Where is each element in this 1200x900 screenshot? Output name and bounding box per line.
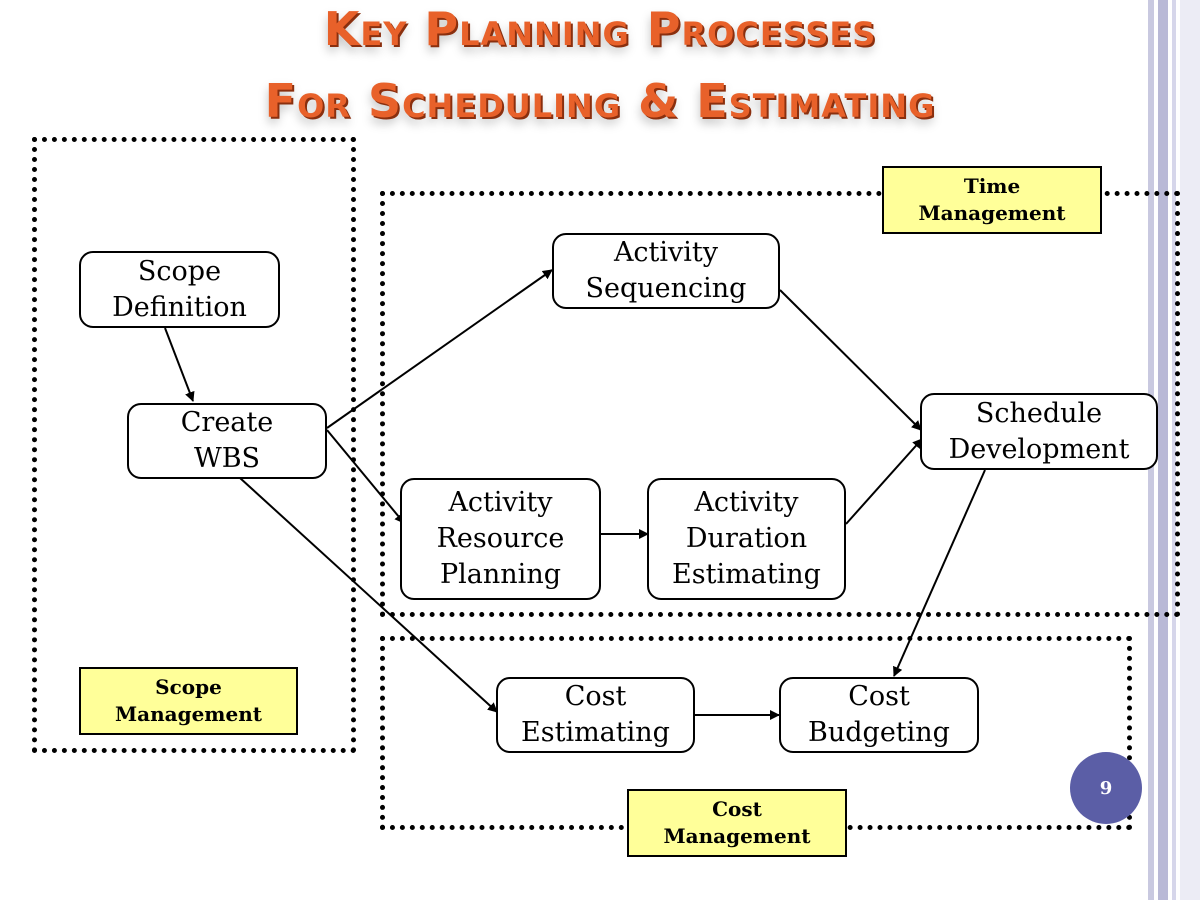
node-text-line: Schedule	[975, 397, 1103, 429]
label-text-line: Scope	[155, 675, 222, 699]
slide-title-line-1: Key Planning Processes	[323, 2, 877, 56]
node-cost-budgeting: Cost Budgeting	[779, 677, 979, 753]
node-text-line: Scope	[137, 255, 222, 287]
node-activity-duration-estimating: Activity Duration Estimating	[647, 478, 846, 600]
node-text-line: Budgeting	[808, 717, 950, 748]
side-bar-decoration	[1158, 0, 1168, 900]
node-schedule-development: Schedule Development	[920, 393, 1158, 470]
node-text-line: WBS	[193, 443, 261, 474]
side-bar-decoration	[1180, 0, 1200, 900]
node-text-line: Create	[180, 407, 274, 438]
label-text-line: Cost	[712, 797, 762, 821]
node-text-line: Planning	[440, 559, 561, 590]
label-cost-management: Cost Management	[627, 789, 847, 857]
node-activity-sequencing: Activity Sequencing	[552, 233, 780, 309]
node-text-line: Activity	[694, 487, 799, 518]
node-text-line: Estimating	[521, 717, 670, 748]
node-text-line: Estimating	[672, 559, 821, 590]
node-activity-resource-planning: Activity Resource Planning	[400, 478, 601, 600]
arrow-activity-sequencing-to-schedule-development	[779, 289, 922, 431]
node-create-wbs: Create WBS	[127, 403, 327, 479]
arrow-create-wbs-to-activity-resource-planning	[326, 429, 405, 524]
node-text-line: Sequencing	[585, 273, 747, 304]
page-number-badge: 9	[1070, 752, 1142, 824]
node-text-line: Resource	[436, 523, 565, 554]
node-text-line: Duration	[685, 523, 808, 554]
label-scope-management: Scope Management	[79, 667, 298, 735]
arrow-schedule-development-to-cost-budgeting	[893, 469, 986, 677]
node-cost-estimating: Cost Estimating	[496, 677, 695, 753]
node-text-line: Cost	[848, 681, 910, 712]
node-text-line: Cost	[564, 681, 627, 712]
label-text-line: Management	[663, 824, 811, 848]
side-bar-decoration	[1172, 0, 1176, 900]
node-scope-definition: Scope Definition	[79, 251, 280, 328]
node-text-line: Development	[948, 433, 1130, 465]
scope-management-region	[32, 137, 356, 753]
arrow-scope-definition-to-create-wbs	[164, 327, 195, 402]
node-text-line: Definition	[112, 291, 247, 323]
arrow-create-wbs-to-activity-sequencing	[326, 269, 553, 429]
node-text-line: Activity	[613, 237, 719, 268]
label-text-line: Time	[963, 174, 1021, 198]
label-text-line: Management	[918, 201, 1066, 225]
arrow-create-wbs-to-cost-estimating	[239, 477, 498, 713]
label-text-line: Management	[115, 702, 262, 726]
time-management-region	[380, 191, 1180, 617]
label-time-management: Time Management	[882, 166, 1102, 234]
slide-title-line-2: For Scheduling & Estimating	[264, 74, 936, 128]
arrow-duration-estimating-to-schedule-development	[845, 438, 923, 525]
node-text-line: Activity	[448, 487, 553, 518]
